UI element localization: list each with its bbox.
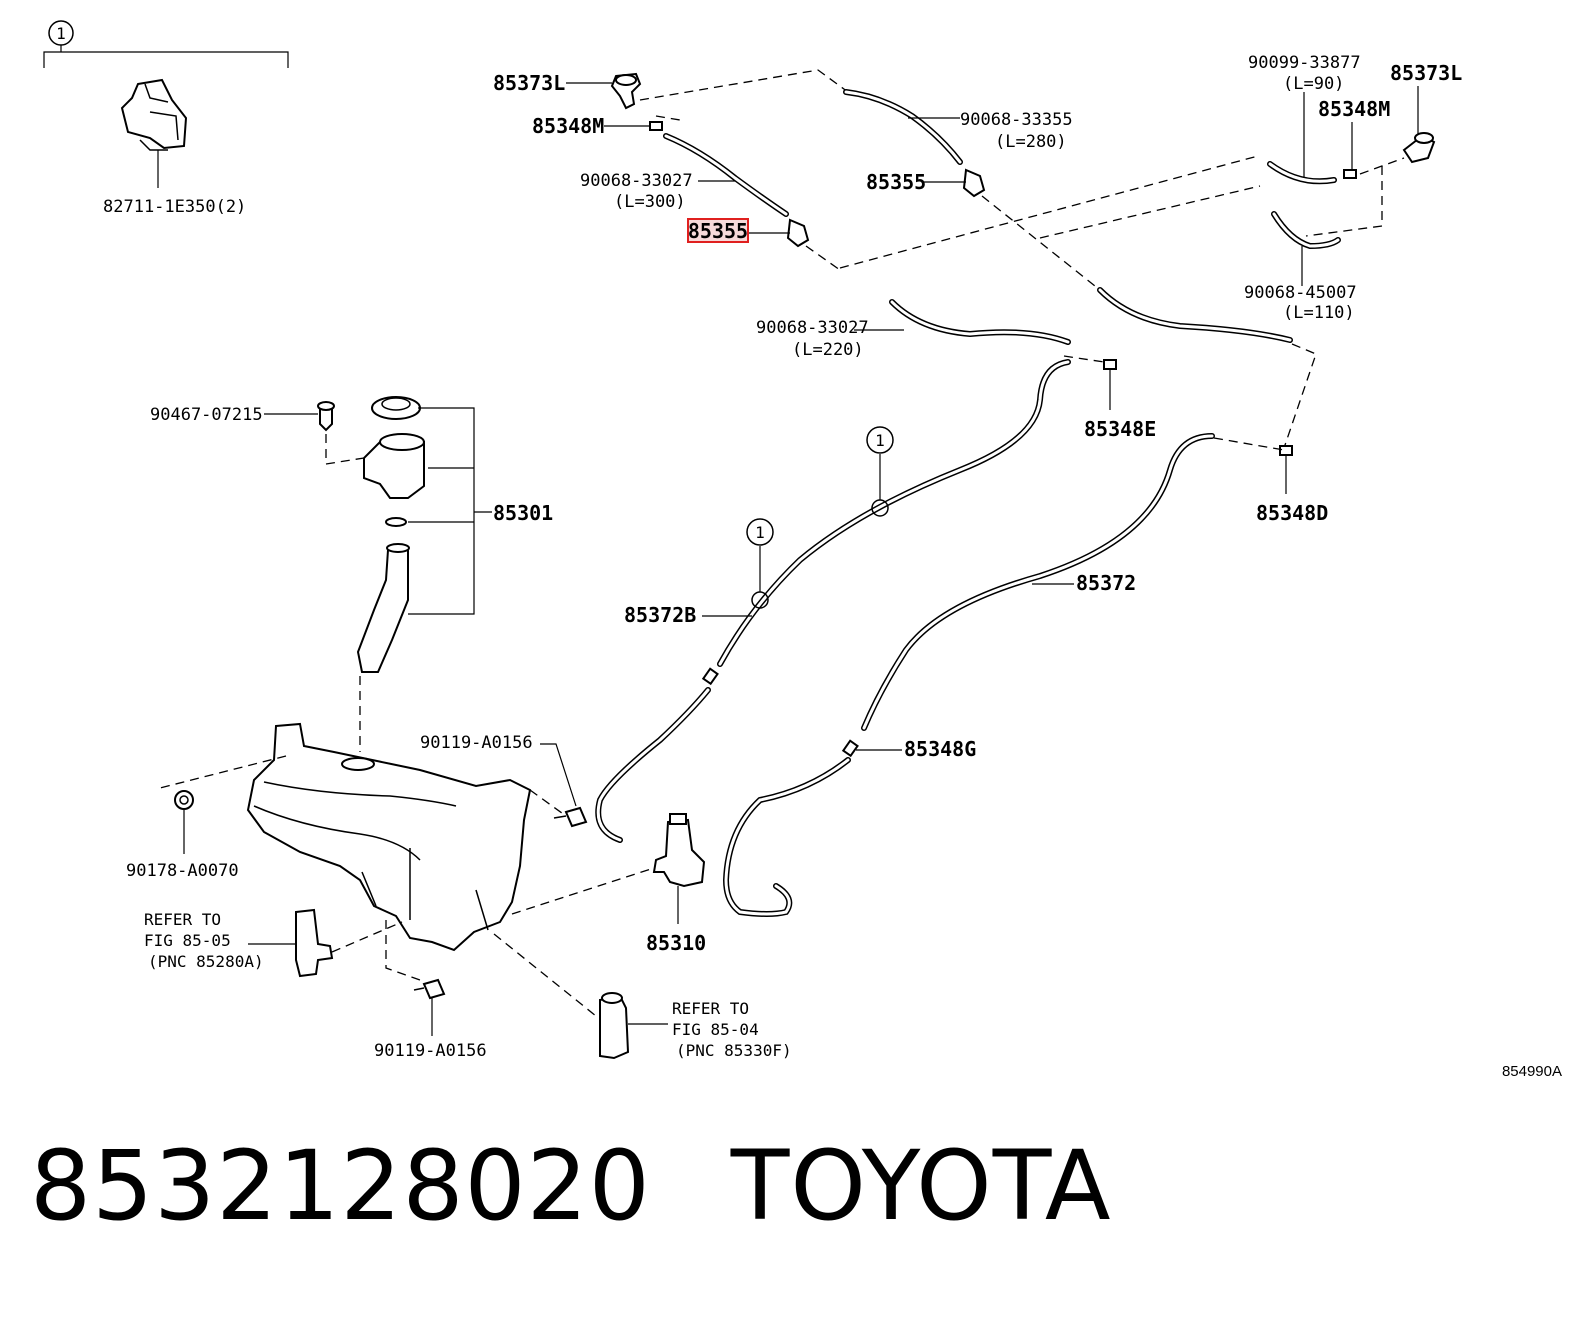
marker-1-lower: 1 — [755, 523, 765, 542]
label-hose-left-len: (L=300) — [614, 192, 686, 212]
hose-right-top[interactable] — [1267, 161, 1337, 185]
inlet-upper[interactable] — [363, 433, 425, 499]
label-refer-right-3: (PNC 85330F) — [676, 1041, 792, 1060]
grommet[interactable] — [174, 790, 194, 810]
hose-center[interactable] — [889, 299, 1071, 345]
check-valve-left[interactable] — [649, 121, 663, 131]
hose-main[interactable] — [722, 433, 1215, 917]
washer-tank[interactable] — [246, 722, 532, 952]
label-bolt-lower: 90119-A0156 — [374, 1041, 487, 1061]
label-hose-b: 85372B — [624, 603, 696, 627]
pump-refer-right[interactable] — [599, 992, 630, 1060]
connector-d[interactable] — [1279, 445, 1293, 456]
hose-right-mid[interactable] — [1271, 211, 1341, 250]
joint-highlighted[interactable] — [786, 218, 810, 248]
label-hose-right-mid-len: (L=110) — [1283, 303, 1355, 323]
label-connector-g: 85348G — [904, 737, 976, 761]
joint-mid[interactable] — [962, 168, 986, 198]
label-hose-mid-top-len: (L=280) — [995, 132, 1067, 152]
label-motor: 85310 — [646, 931, 706, 955]
bolt-lower[interactable] — [413, 978, 446, 1000]
label-hose-center: 90068-33027 — [756, 318, 869, 338]
label-connector-e: 85348E — [1084, 417, 1156, 441]
o-ring[interactable] — [385, 517, 407, 527]
label-check-valve-right: 85348M — [1318, 97, 1390, 121]
group-bracket: 1 — [43, 20, 289, 68]
diagram-code: 854990A — [1502, 1063, 1562, 1080]
highlight-box — [687, 218, 749, 243]
hose-mid-top[interactable] — [843, 89, 963, 165]
label-refer-left-1: REFER TO — [144, 910, 221, 929]
hose-right-long[interactable] — [1097, 287, 1293, 343]
label-clip: 82711-1E350(2) — [103, 197, 246, 217]
clip-part[interactable] — [120, 78, 188, 188]
check-valve-right[interactable] — [1343, 169, 1357, 179]
clip-bolt[interactable] — [317, 401, 335, 432]
label-hose-right-top: 90099-33877 — [1248, 53, 1361, 73]
inlet-cap[interactable] — [371, 396, 421, 420]
label-nozzle-left-top: 85373L — [493, 71, 565, 95]
label-joint-highlighted: 85355 — [688, 219, 748, 243]
brand-name: TOYOTA — [730, 1130, 1112, 1242]
footer: 8532128020 TOYOTA — [30, 1130, 1112, 1250]
label-check-valve-left: 85348M — [532, 114, 604, 138]
hose-b[interactable] — [595, 359, 1071, 843]
label-refer-right-1: REFER TO — [672, 999, 749, 1018]
nozzle-left-top[interactable] — [610, 72, 642, 110]
label-connector-d: 85348D — [1256, 501, 1328, 525]
group-marker: 1 — [56, 24, 66, 43]
label-hose-right-top-len: (L=90) — [1283, 74, 1344, 94]
pump-refer-left[interactable] — [295, 908, 334, 978]
label-bolt-upper: 90119-A0156 — [420, 733, 533, 753]
label-clip-bolt: 90467-07215 — [150, 405, 263, 425]
washer-motor[interactable] — [652, 813, 706, 888]
label-nozzle-right: 85373L — [1390, 61, 1462, 85]
part-number: 8532128020 — [30, 1130, 651, 1242]
label-grommet: 90178-A0070 — [126, 861, 239, 881]
bolt-upper[interactable] — [553, 806, 588, 828]
nozzle-right[interactable] — [1402, 132, 1436, 164]
label-hose-main: 85372 — [1076, 571, 1136, 595]
label-refer-right-2: FIG 85-04 — [672, 1020, 759, 1039]
label-inlet-assy: 85301 — [493, 501, 553, 525]
label-hose-mid-top: 90068-33355 — [960, 110, 1073, 130]
label-joint-mid: 85355 — [866, 170, 926, 194]
hose-left[interactable] — [663, 133, 789, 217]
label-refer-left-3: (PNC 85280A) — [148, 952, 264, 971]
connector-e[interactable] — [1103, 359, 1117, 370]
label-refer-left-2: FIG 85-05 — [144, 931, 231, 950]
label-hose-right-mid: 90068-45007 — [1244, 283, 1357, 303]
label-hose-center-len: (L=220) — [792, 340, 864, 360]
marker-1-upper: 1 — [875, 431, 885, 450]
inlet-pipe[interactable] — [356, 543, 410, 673]
label-hose-left: 90068-33027 — [580, 171, 693, 191]
